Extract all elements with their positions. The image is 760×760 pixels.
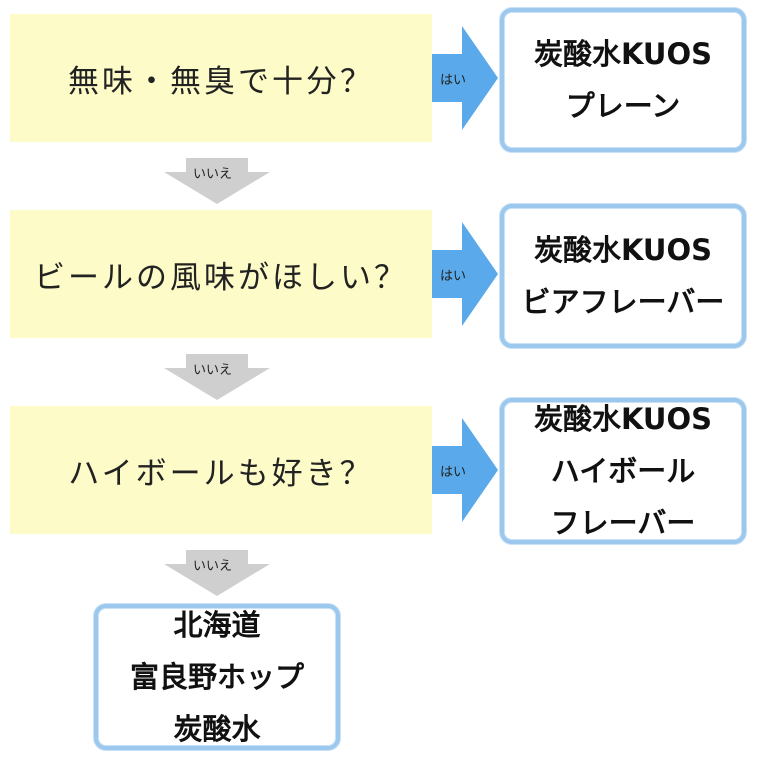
yes-label-1: はい <box>440 73 467 88</box>
answer-3-line-2: ハイボール <box>550 454 696 488</box>
final-answer-line-2: 富良野ホップ <box>129 660 304 694</box>
answer-box-1: 炭酸水KUOS プレーン <box>500 8 746 152</box>
question-text-3: ハイボールも好き？ <box>68 455 374 492</box>
yes-label-3: はい <box>440 465 467 480</box>
answer-2-line-2: ビアフレーバー <box>521 285 725 319</box>
answer-box-2: 炭酸水KUOS ビアフレーバー <box>500 204 746 348</box>
answer-1-line-1: 炭酸水KUOS <box>533 37 713 71</box>
no-arrow-3 <box>164 550 270 596</box>
question-text-2: ビールの風味がほしい？ <box>34 259 408 296</box>
question-box-1: 無味・無臭で十分？ <box>10 14 432 142</box>
yes-arrow-3 <box>432 418 498 522</box>
yes-arrow-1 <box>432 26 498 130</box>
answer-box-3: 炭酸水KUOS ハイボール フレーバー <box>500 398 746 544</box>
question-box-3: ハイボールも好き？ <box>10 406 432 534</box>
final-answer-line-1: 北海道 <box>173 608 261 642</box>
no-label-3: いいえ <box>193 559 233 574</box>
answer-3-line-3: フレーバー <box>550 506 696 540</box>
yes-label-2: はい <box>440 269 467 284</box>
answer-2-line-1: 炭酸水KUOS <box>533 233 713 267</box>
final-answer-line-3: 炭酸水 <box>173 712 261 746</box>
answer-1-line-2: プレーン <box>565 89 681 123</box>
no-label-1: いいえ <box>193 167 233 182</box>
yes-arrow-2 <box>432 222 498 326</box>
no-arrow-2 <box>164 354 270 400</box>
final-answer-box: 北海道 富良野ホップ 炭酸水 <box>94 604 340 750</box>
no-arrow-1 <box>164 158 270 204</box>
question-text-1: 無味・無臭で十分？ <box>68 63 374 100</box>
answer-3-line-1: 炭酸水KUOS <box>533 402 713 436</box>
question-box-2: ビールの風味がほしい？ <box>10 210 432 338</box>
no-label-2: いいえ <box>193 363 233 378</box>
